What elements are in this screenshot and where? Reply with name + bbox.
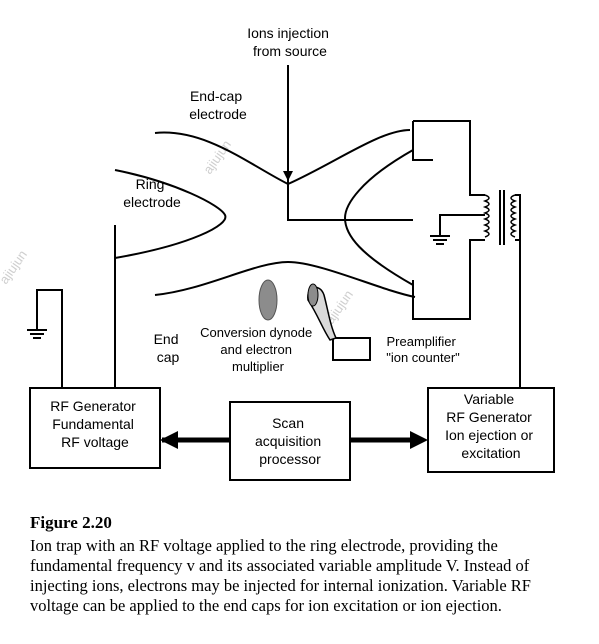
transformer-primary-wire-bottom (433, 239, 485, 320)
variable-rf-generator-label: Variable RF Generator Ion ejection or ex… (445, 391, 537, 461)
transformer-secondary-wire (515, 194, 521, 388)
watermark: ajiujun (0, 247, 30, 286)
end-cap-electrode-top (154, 129, 411, 186)
center-line (287, 180, 413, 221)
ions-injection-label: Ions injection from source (247, 25, 333, 59)
end-cap-electrode-bottom (154, 260, 416, 298)
figure-caption: Figure 2.20 Ion trap with an RF voltage … (30, 512, 575, 616)
end-cap-bracket-bottom (412, 280, 433, 320)
figure-title: Figure 2.20 (30, 513, 112, 532)
center-tap-wire (439, 214, 485, 236)
transformer-primary-wire-top (433, 120, 485, 196)
rf-generator-box (29, 387, 161, 469)
rf-generator-ground-wire (36, 289, 63, 388)
ion-trap-diagram: ajiujun ajiujun ajiujun (0, 25, 555, 481)
ring-electrode-right (343, 149, 414, 286)
ring-electrode-left (114, 169, 227, 259)
preamplifier-label: Preamplifier "ion counter" (386, 334, 460, 365)
scan-processor-label: Scan acquisition processor (255, 415, 325, 467)
watermark: ajiujun (200, 137, 234, 176)
rf-generator-label: RF Generator Fundamental RF voltage (50, 398, 139, 450)
transformer-icon (482, 190, 518, 245)
end-cap-label: End cap (154, 331, 183, 365)
ring-electrode-label: Ring electrode (123, 176, 181, 210)
conversion-dynode-icon (258, 279, 278, 321)
figure-caption-text: Ion trap with an RF voltage applied to t… (30, 536, 531, 615)
preamplifier-box (332, 337, 371, 361)
variable-rf-generator-box (427, 387, 555, 473)
end-cap-electrode-label: End-cap electrode (189, 88, 247, 122)
end-cap-bracket-top (412, 121, 433, 161)
conversion-dynode-label: Conversion dynode and electron multiplie… (200, 325, 316, 374)
